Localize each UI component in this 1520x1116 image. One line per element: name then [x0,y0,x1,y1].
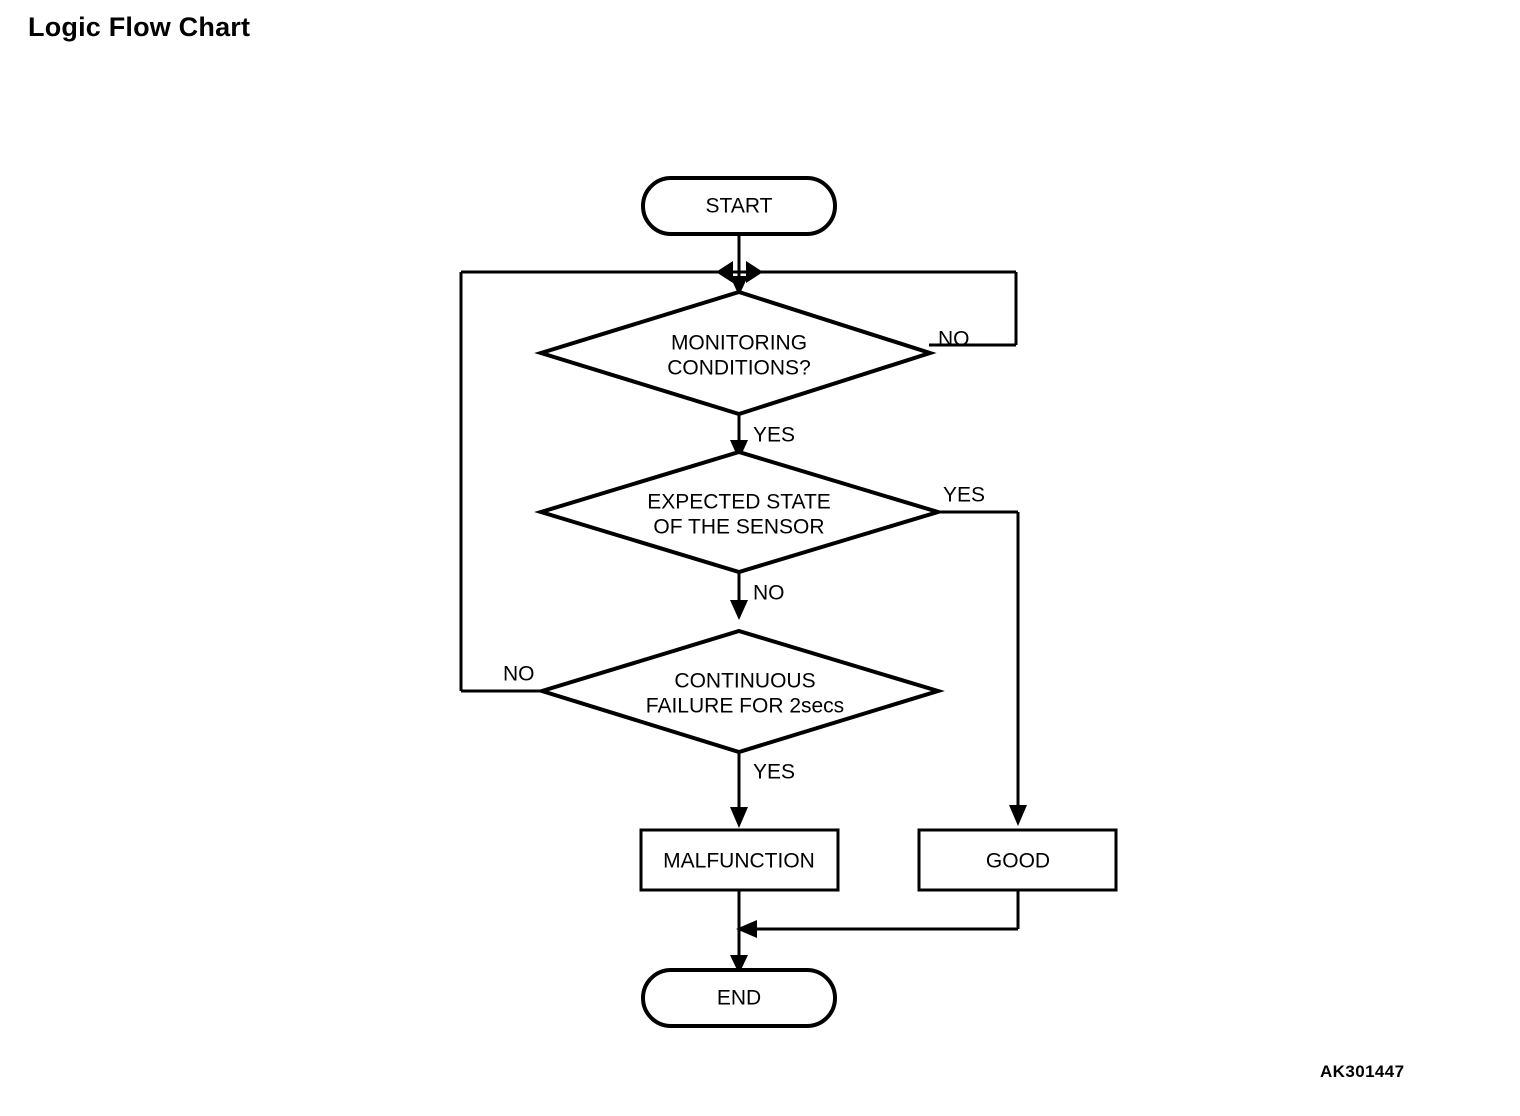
edge-label-continuous-yes: YES [753,761,795,784]
node-malfunction-label: MALFUNCTION [663,850,815,873]
node-monitoring-conditions-label-line1: MONITORING [671,332,807,355]
arrowhead-good-merge [736,920,757,938]
arrowhead-into-end [730,955,748,974]
arrowhead-into-monitoring [730,276,748,296]
arrowhead-into-continuous [730,600,748,620]
edge-label-expected-no: NO [753,582,785,605]
node-start[interactable] [641,176,837,236]
edge-label-expected-yes: YES [943,484,985,507]
arrowhead-junction-left [746,261,763,283]
node-continuous-failure-label-line1: CONTINUOUS [674,670,815,693]
node-continuous-failure[interactable] [535,628,945,755]
edge-label-monitoring-no: NO [938,328,970,351]
node-continuous-failure-label-line2: FAILURE FOR 2secs [646,695,844,718]
node-malfunction[interactable] [639,828,840,892]
page-title: Logic Flow Chart [28,12,251,42]
arrowhead-junction-right [716,261,733,283]
edge-label-continuous-no: NO [503,663,535,686]
edge-label-monitoring-yes: YES [753,424,795,447]
node-expected-state-label-line2: OF THE SENSOR [653,516,824,539]
node-good-label: GOOD [986,850,1050,873]
figure-code: AK301447 [1320,1062,1405,1081]
node-end-label: END [717,987,761,1010]
node-end[interactable] [641,968,837,1028]
node-expected-state[interactable] [534,449,945,575]
node-good[interactable] [917,828,1118,892]
arrowhead-into-malfunction [730,807,748,828]
arrowhead-into-good [1009,805,1027,826]
node-monitoring-conditions-label-line2: CONDITIONS? [667,357,811,380]
node-start-label: START [706,195,773,218]
node-monitoring-conditions[interactable] [534,289,937,417]
node-expected-state-label-line1: EXPECTED STATE [647,491,831,514]
